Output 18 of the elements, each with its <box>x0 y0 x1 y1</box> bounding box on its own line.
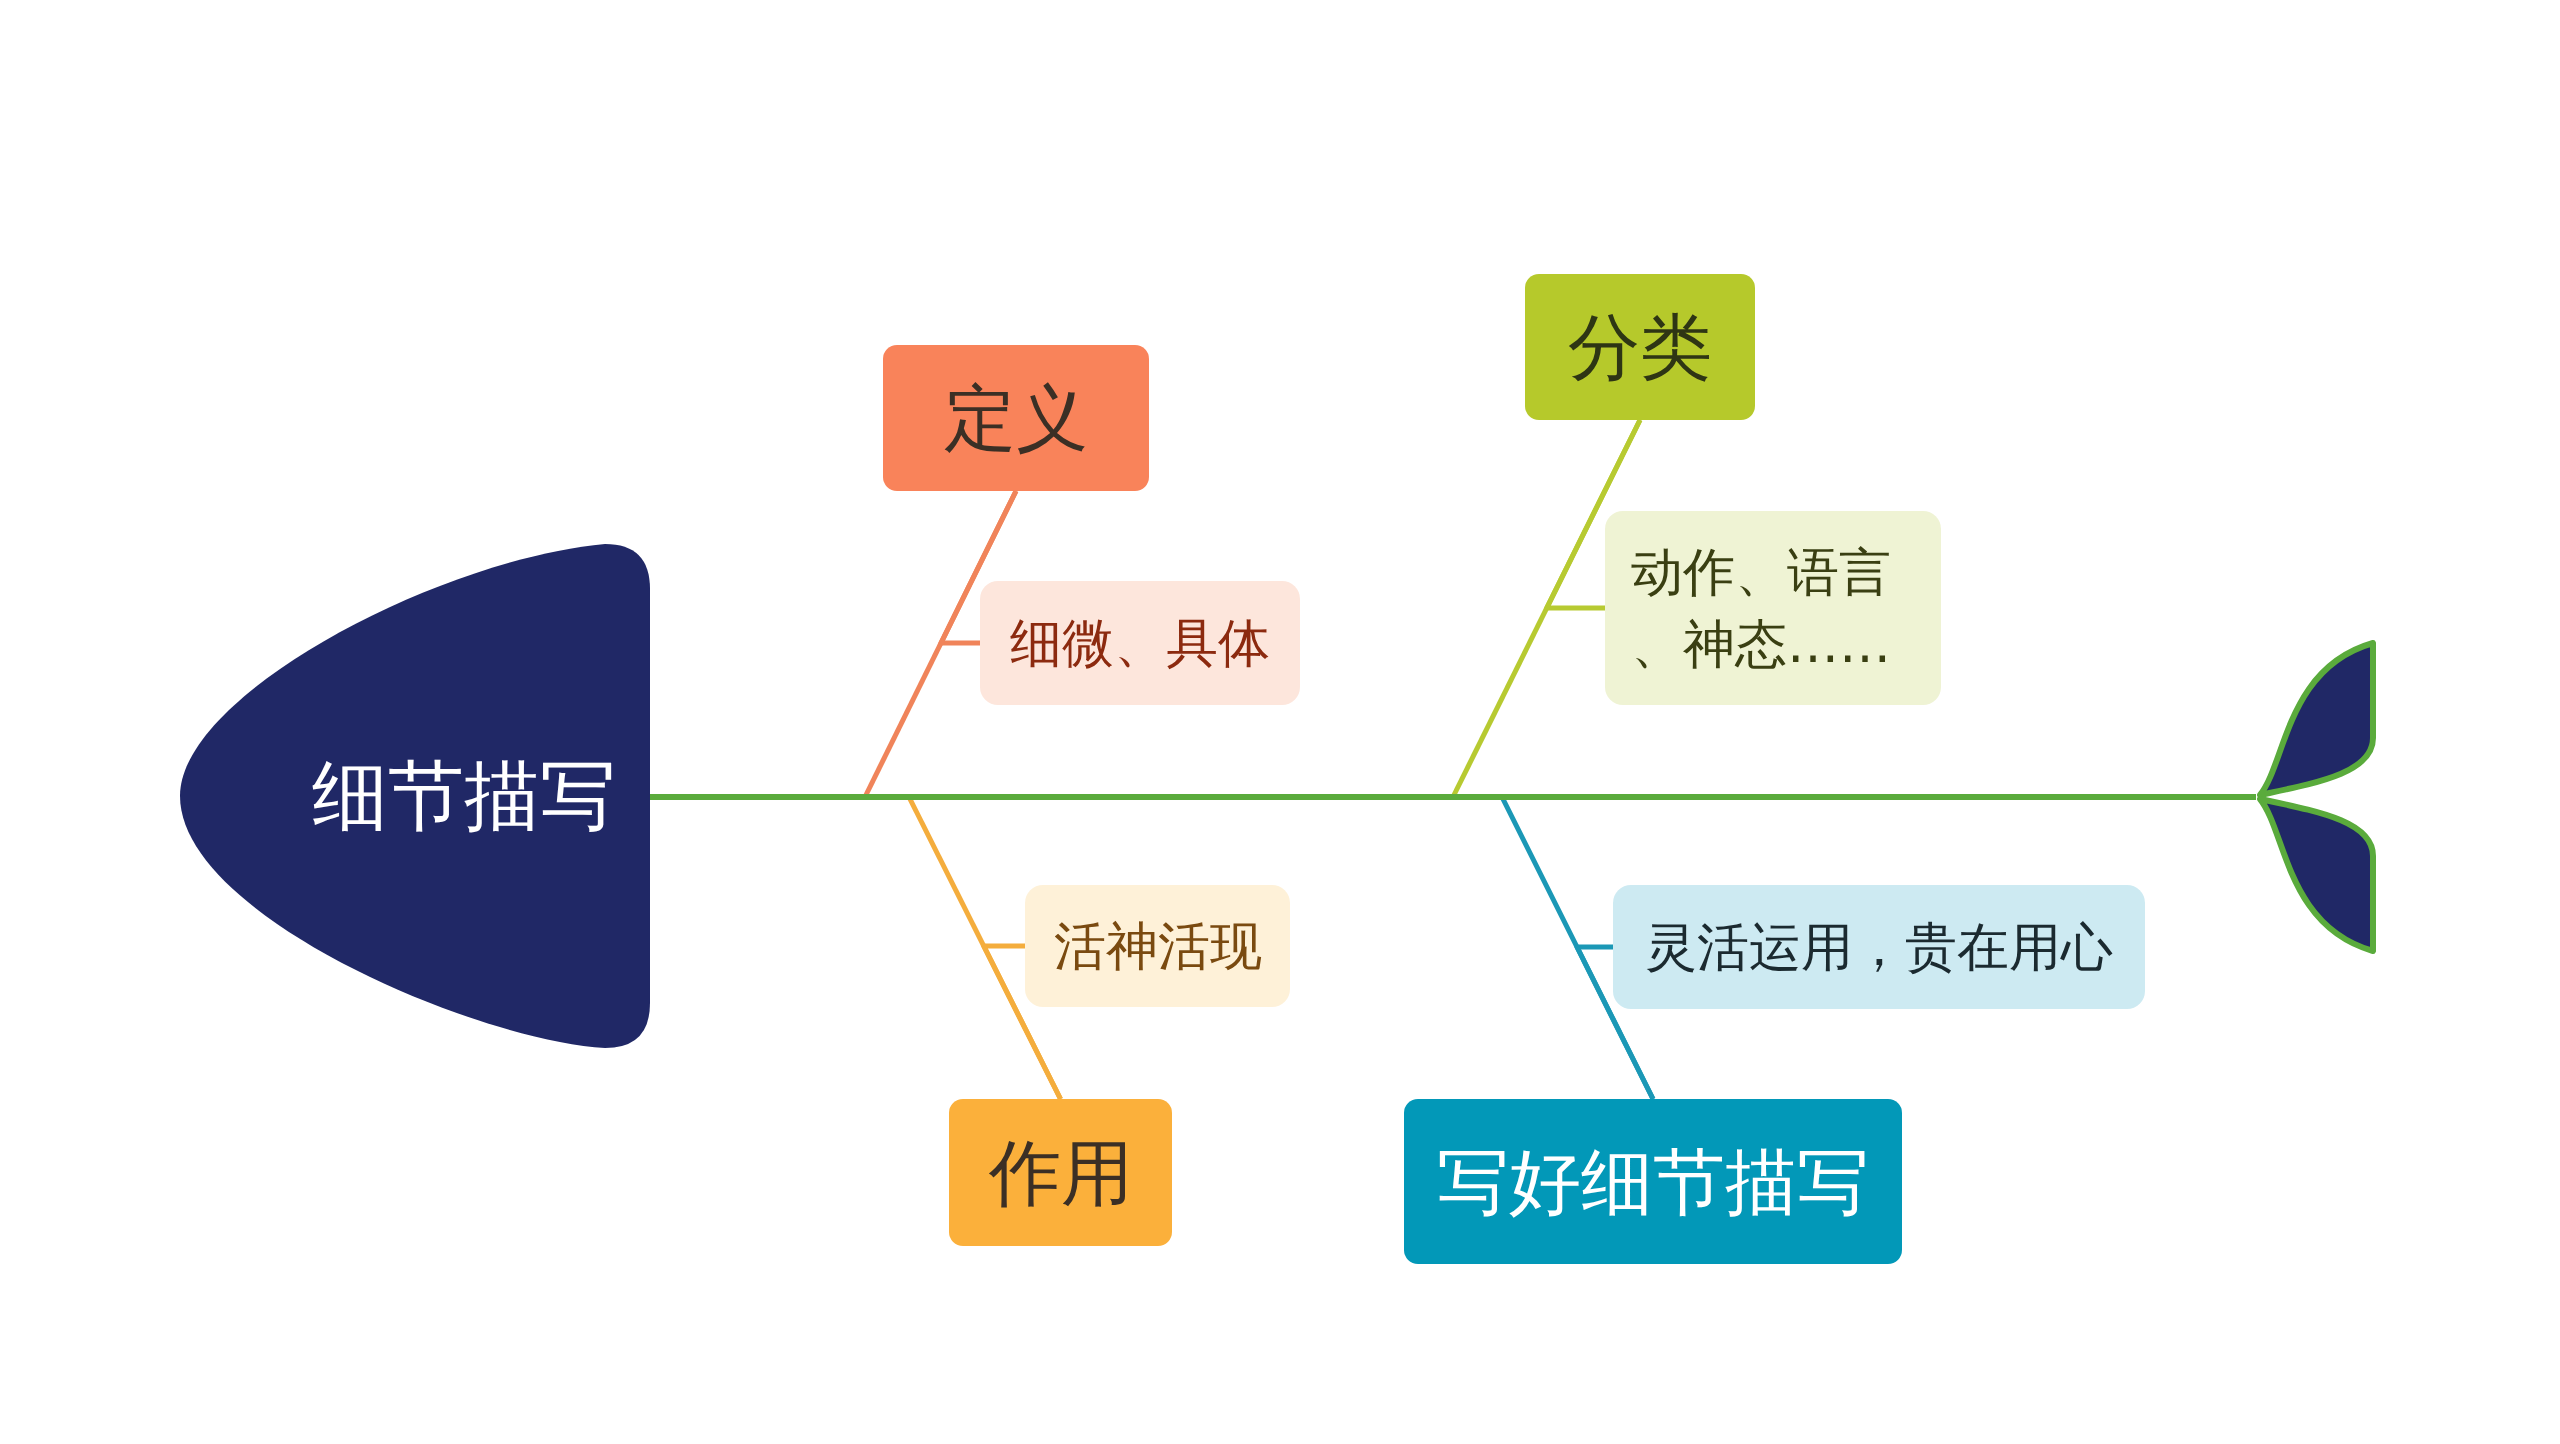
category-box <box>883 345 1149 491</box>
node-label: 定义 <box>944 375 1088 462</box>
detail-box <box>1613 885 2145 1009</box>
detail-box <box>1605 511 1941 705</box>
category-box <box>1404 1099 1902 1264</box>
node-label: 动作、语言、神态…… <box>1631 541 1892 676</box>
category-box <box>1525 274 1755 420</box>
spine-line <box>650 794 2256 800</box>
node-label: 分类 <box>1568 304 1712 391</box>
node-label: 细微、具体 <box>1010 612 1270 675</box>
node-label: 细节描写 <box>312 750 616 842</box>
detail-box <box>1025 885 1290 1007</box>
node-label: 活神活现 <box>1053 915 1262 978</box>
node-label: 灵活运用，贵在用心 <box>1645 916 2113 979</box>
node-label: 作用 <box>988 1129 1133 1217</box>
category-box <box>949 1099 1172 1246</box>
detail-box <box>980 581 1300 705</box>
node-label: 写好细节描写 <box>1437 1138 1869 1226</box>
